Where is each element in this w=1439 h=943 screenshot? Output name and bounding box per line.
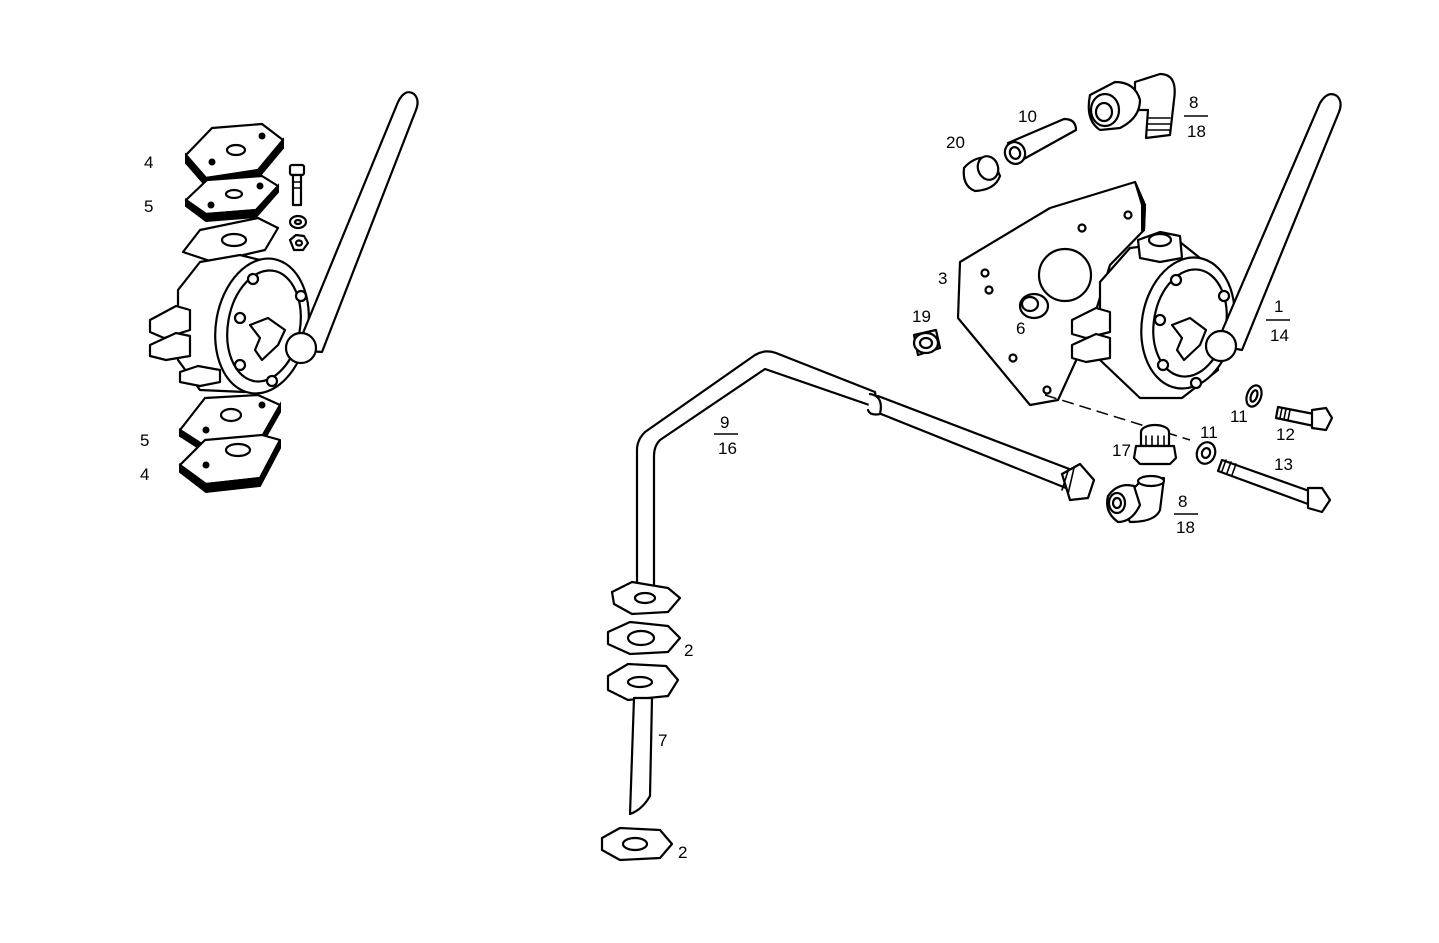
label-4-top: 4 <box>144 153 153 172</box>
elbow-fitting-bottom <box>1106 474 1166 524</box>
bolt-12 <box>1274 405 1334 432</box>
cap-20 <box>962 155 1002 193</box>
label-5-bottom: 5 <box>140 431 149 450</box>
gasket-plate-4-top <box>184 122 285 188</box>
label-1-denominator: 14 <box>1270 326 1289 345</box>
left-pump-assembly <box>148 91 419 494</box>
label-2-top: 2 <box>684 641 693 660</box>
label-20: 20 <box>946 133 965 152</box>
gasket-2-top <box>606 620 682 656</box>
label-11-a: 11 <box>1230 407 1248 426</box>
label-8-bottom-numerator: 8 <box>1178 492 1187 511</box>
fitting-17 <box>1132 423 1178 466</box>
bolt-and-nut-left <box>288 163 310 252</box>
bolt-13 <box>1216 458 1332 514</box>
part-labels: 4 5 5 4 20 10 8 18 3 19 6 1 14 9 16 11 1… <box>140 93 1295 862</box>
label-9-denominator: 16 <box>718 439 737 458</box>
elbow-fitting-top <box>1087 72 1176 140</box>
label-3: 3 <box>938 269 947 288</box>
gasket-plate-4-bottom <box>178 433 282 494</box>
label-11-b: 11 <box>1200 423 1218 442</box>
label-19: 19 <box>912 307 931 326</box>
label-8-top-numerator: 8 <box>1189 93 1198 112</box>
label-5-top: 5 <box>144 197 153 216</box>
strainer-7 <box>606 662 680 816</box>
spacer-19 <box>912 328 942 357</box>
gasket-plate-5-top <box>184 174 280 223</box>
suction-pipe-9-16 <box>635 350 1096 600</box>
label-8-top-denominator: 18 <box>1187 122 1206 141</box>
label-9-numerator: 9 <box>720 413 729 432</box>
label-17: 17 <box>1112 441 1131 460</box>
sleeve-10 <box>1003 117 1078 165</box>
label-1-numerator: 1 <box>1274 297 1283 316</box>
label-7: 7 <box>658 731 667 750</box>
label-13: 13 <box>1274 455 1293 474</box>
label-4-bottom: 4 <box>140 465 149 484</box>
label-2-bottom: 2 <box>678 843 687 862</box>
right-pump-assembly <box>956 93 1342 441</box>
label-6: 6 <box>1016 319 1025 338</box>
label-12: 12 <box>1276 425 1295 444</box>
flange-gasket-top <box>610 580 682 616</box>
label-8-bottom-denominator: 18 <box>1176 518 1195 537</box>
washer-11-upper <box>1245 384 1263 408</box>
gasket-2-bottom <box>600 826 674 862</box>
washer-11-lower <box>1195 441 1217 465</box>
label-10: 10 <box>1018 107 1037 126</box>
